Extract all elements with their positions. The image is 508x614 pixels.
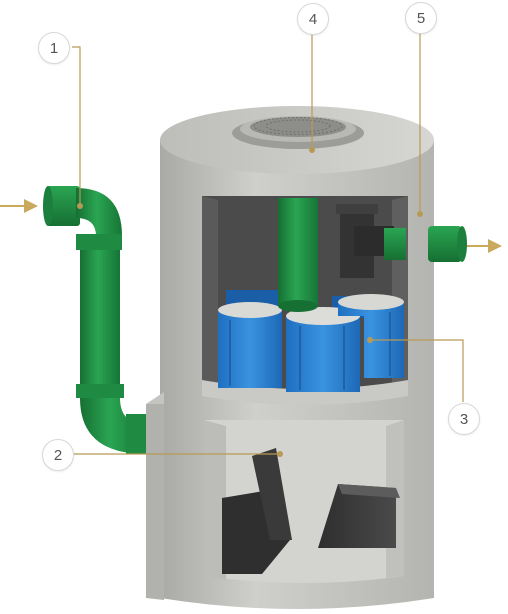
- callout-5-label: 5: [416, 9, 426, 27]
- callout-4-label: 4: [308, 10, 318, 28]
- leader-line-1: [72, 46, 81, 206]
- callout-4: 4: [297, 3, 329, 35]
- callout-2: 2: [42, 439, 74, 471]
- outlet-flow-arrow: [462, 239, 502, 253]
- leader-dots: [77, 147, 423, 457]
- inlet-pipe: [43, 186, 146, 454]
- inlet-flow-arrow: [0, 199, 38, 213]
- callout-2-label: 2: [53, 446, 63, 464]
- central-riser-pipe: [278, 198, 318, 312]
- outlet-pipe: [384, 226, 467, 262]
- callout-1-label: 1: [49, 39, 59, 57]
- baffle-plates: [222, 448, 400, 574]
- leader-lines: [72, 31, 464, 455]
- intermediate-slab: [202, 380, 408, 405]
- callout-3-label: 3: [459, 410, 469, 428]
- callout-1: 1: [38, 32, 70, 64]
- callout-3: 3: [448, 403, 480, 435]
- leader-line-3: [370, 339, 464, 402]
- manhole-cover: [232, 116, 364, 149]
- outlet-tee: [336, 204, 394, 278]
- callout-5: 5: [405, 2, 437, 34]
